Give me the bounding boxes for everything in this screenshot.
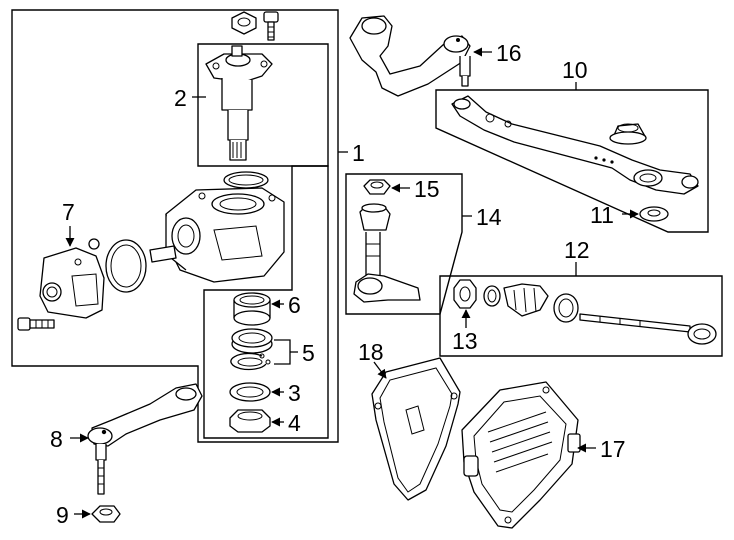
callout-6: 6 — [288, 292, 301, 318]
callout-14: 14 — [476, 204, 502, 230]
callout-2: 2 — [174, 85, 187, 111]
pitman-arm-icon — [87, 383, 203, 495]
o-ring-icon — [223, 171, 269, 189]
callout-18: 18 — [358, 339, 384, 365]
group-box-10 — [435, 89, 709, 233]
group-box-1 — [11, 9, 339, 443]
sector-shaft-icon — [205, 45, 273, 161]
gasket-icon — [371, 357, 461, 501]
callout-3: 3 — [288, 380, 301, 406]
control-module-icon — [461, 381, 581, 529]
callout-5: 5 — [302, 340, 315, 366]
callout-4: 4 — [288, 410, 301, 436]
shaft-seal-icon — [231, 328, 273, 354]
gear-nut-icon — [229, 409, 271, 433]
callout-16: 16 — [496, 40, 522, 66]
callout-12: 12 — [564, 237, 590, 263]
small-o-ring-icon — [88, 238, 100, 250]
grommet-icon — [639, 206, 669, 222]
nut-icon — [231, 11, 257, 35]
callout-7: 7 — [62, 199, 75, 225]
callout-8: 8 — [50, 426, 63, 452]
inner-tie-rod-icon — [483, 283, 717, 345]
group-box-inner-housing — [203, 165, 329, 439]
snap-ring-icon — [230, 352, 271, 371]
callout-15: 15 — [414, 176, 440, 202]
jam-nut-icon — [453, 279, 477, 309]
castle-nut-icon — [91, 505, 121, 523]
seal-ring-icon — [105, 239, 147, 293]
washer-icon — [229, 382, 271, 402]
callout-13: 13 — [452, 328, 478, 354]
boot-cap-icon — [609, 123, 647, 145]
cover-bolt-icon — [17, 317, 55, 331]
callout-9: 9 — [56, 502, 69, 528]
callout-17: 17 — [600, 436, 626, 462]
tie-rod-nut-icon — [363, 179, 391, 195]
side-cover-icon — [39, 247, 105, 319]
group-box-14 — [345, 173, 463, 315]
tie-rod-end-icon — [353, 203, 421, 303]
bolt-icon — [263, 11, 279, 41]
center-link-icon — [451, 95, 699, 195]
group-box-12 — [439, 275, 723, 357]
callout-11: 11 — [590, 202, 614, 228]
bearing-icon — [233, 292, 271, 326]
idler-arm-icon — [349, 15, 471, 97]
gear-housing-icon — [149, 187, 285, 283]
callout-1: 1 — [352, 140, 365, 166]
callout-10: 10 — [562, 57, 588, 83]
